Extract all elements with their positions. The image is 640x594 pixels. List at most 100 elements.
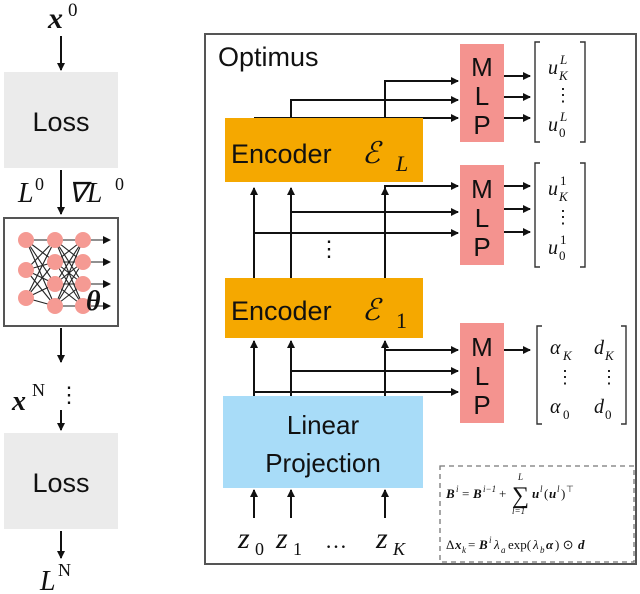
svg-text:⋮: ⋮ — [600, 367, 618, 387]
input-z1: z — [275, 522, 288, 555]
svg-text:=: = — [462, 486, 469, 501]
svg-text:): ) — [561, 486, 565, 501]
svg-text:u: u — [548, 237, 558, 259]
svg-text:u: u — [548, 114, 558, 136]
loss-bottom-box — [4, 433, 118, 529]
svg-text:u: u — [549, 486, 556, 501]
encoder-L-subscript: L — [395, 151, 408, 176]
x0-label: x — [47, 2, 63, 35]
loss-bottom-label: Loss — [32, 468, 89, 498]
svg-text:L: L — [517, 472, 523, 482]
linear-projection-line2: Projection — [265, 448, 381, 478]
LN-label: L — [39, 566, 56, 594]
svg-text:1: 1 — [560, 173, 567, 188]
svg-text:1: 1 — [293, 539, 302, 559]
network-node — [75, 276, 91, 292]
svg-text:α: α — [546, 537, 554, 552]
svg-text:∑: ∑ — [512, 483, 529, 509]
svg-text:exp(: exp( — [508, 537, 531, 552]
linear-projection-line1: Linear — [287, 410, 360, 440]
input-zK: z — [375, 522, 388, 555]
svg-text:L: L — [475, 361, 489, 391]
svg-text:d: d — [578, 537, 585, 552]
svg-text:=: = — [468, 537, 475, 552]
LN-superscript: N — [58, 560, 71, 580]
svg-text:P: P — [473, 390, 490, 420]
encoder-L-label: Encoder — [231, 139, 332, 169]
svg-text:K: K — [562, 348, 573, 363]
network-node — [75, 254, 91, 270]
svg-text:l=1: l=1 — [512, 506, 525, 516]
encoder-L-box — [225, 118, 423, 182]
network-edge — [54, 239, 84, 285]
svg-text:(: ( — [544, 486, 548, 501]
svg-text:u: u — [532, 486, 539, 501]
xN-label: x — [11, 386, 26, 417]
svg-text:M: M — [471, 332, 493, 362]
svg-text:K: K — [558, 68, 569, 83]
svg-text:u: u — [548, 57, 558, 79]
mlp-bottom: M L P — [460, 323, 504, 423]
network-edge — [54, 261, 84, 307]
svg-text:u: u — [548, 178, 558, 200]
left-pipeline: x 0 Loss L 0 ∇L 0 θ x N ⋮ Loss L N — [3, 0, 124, 594]
formula-step: Δ x k = B i λ a exp( λ b α ) ⊙ d — [446, 535, 585, 555]
input-labels: z 0 z 1 … z K — [237, 522, 406, 559]
network-edge — [25, 239, 56, 307]
network-node — [75, 232, 91, 248]
matrix-alpha-d: α K d K ⋮ ⋮ α 0 d 0 — [536, 325, 627, 425]
svg-text:l: l — [540, 484, 543, 494]
svg-text:d: d — [594, 396, 605, 418]
formula-box — [439, 465, 635, 563]
svg-text:k: k — [462, 545, 467, 555]
svg-text:b: b — [540, 545, 545, 555]
svg-text:a: a — [501, 545, 506, 555]
network-edge — [25, 239, 56, 285]
svg-text:L: L — [475, 81, 489, 111]
mlp-middle: M L P — [460, 165, 504, 265]
svg-text:i: i — [456, 484, 459, 494]
optimus-title: Optimus — [218, 42, 319, 72]
L0-superscript: 0 — [35, 174, 44, 194]
network-node — [47, 254, 63, 270]
svg-text:M: M — [471, 52, 493, 82]
svg-text:+: + — [499, 486, 506, 501]
encoder-1-subscript: 1 — [396, 308, 407, 333]
encoder-1-label: Encoder — [231, 296, 332, 326]
x0-superscript: 0 — [68, 0, 78, 21]
svg-text:0: 0 — [255, 539, 264, 559]
network-edge — [25, 239, 56, 299]
svg-text:Δ: Δ — [446, 537, 454, 552]
L0-label: L — [17, 178, 34, 209]
svg-text:B: B — [445, 486, 455, 501]
gradL0-superscript: 0 — [115, 174, 124, 194]
svg-text:K: K — [604, 348, 615, 363]
network-node — [18, 262, 34, 278]
svg-text:B: B — [472, 486, 482, 501]
svg-text:L: L — [475, 203, 489, 233]
encoder-1-symbol: ℰ — [362, 294, 383, 327]
svg-text:0: 0 — [559, 125, 566, 140]
network-node — [47, 276, 63, 292]
svg-text:0: 0 — [563, 407, 570, 422]
network-nodes — [18, 232, 91, 314]
network-edge — [54, 239, 84, 307]
linear-projection-box — [223, 396, 423, 488]
svg-text:⋮: ⋮ — [554, 85, 572, 105]
input-ellipsis: … — [325, 528, 347, 553]
gradL0-label: ∇L — [68, 178, 102, 209]
svg-text:l: l — [557, 484, 560, 494]
svg-text:1: 1 — [560, 232, 567, 247]
svg-text:x: x — [454, 537, 462, 552]
network-node — [18, 290, 34, 306]
svg-text:α: α — [550, 337, 561, 359]
xN-superscript: N — [32, 380, 45, 400]
svg-text:P: P — [473, 232, 490, 262]
svg-text:i: i — [489, 535, 492, 545]
mlp-top: M L P — [460, 44, 504, 142]
svg-text:i−1: i−1 — [483, 484, 496, 494]
loss-top-box — [4, 72, 118, 168]
svg-text:L: L — [559, 52, 567, 67]
network-node — [47, 298, 63, 314]
